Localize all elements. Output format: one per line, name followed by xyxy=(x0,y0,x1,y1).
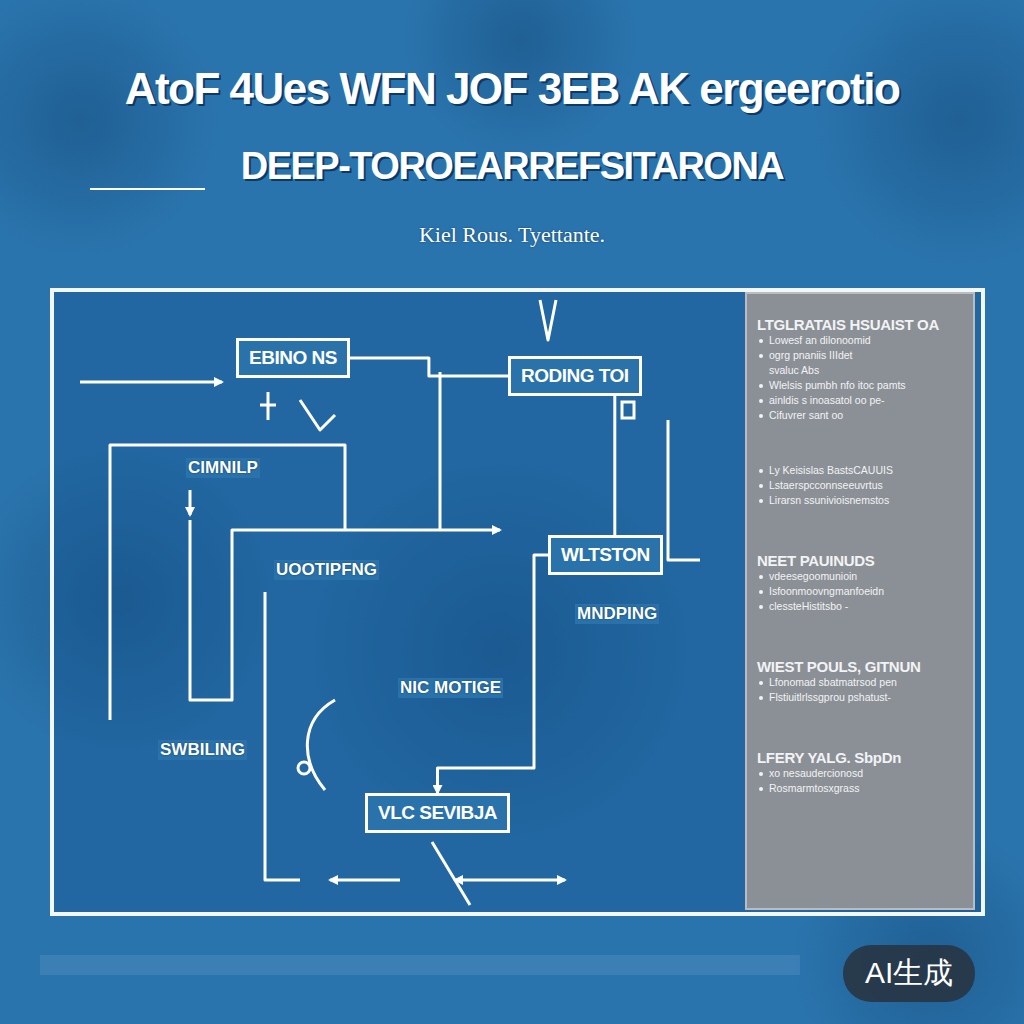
panel-line: Flstiuitlrlssgprou pshatust- xyxy=(757,690,963,705)
frame-notch xyxy=(540,300,556,340)
panel-heading: WIEST POULS, GITNUN xyxy=(757,658,963,675)
decorative-lines xyxy=(80,300,700,905)
diagram-label: MNDPING xyxy=(575,604,659,624)
panel-line: Wlelsis pumbh nfo itoc pamts xyxy=(757,378,963,393)
box-label: EBINO NS xyxy=(249,347,337,369)
wire xyxy=(307,700,335,790)
bullet-dot xyxy=(759,469,763,473)
bullet-dot xyxy=(759,384,763,388)
panel-line: Lstaerspcconnseeuvrtus xyxy=(757,478,963,493)
wire xyxy=(80,381,222,384)
panel-heading: LFERY YALG. SbpDn xyxy=(757,749,963,766)
panel-line: vdeesegoomunioin xyxy=(757,569,963,584)
process-box: EBINO NS xyxy=(236,338,350,378)
connector xyxy=(350,358,508,376)
wire xyxy=(432,842,470,905)
bullet-dot xyxy=(759,354,763,358)
panel-line: Cifuvrer sant oo xyxy=(757,408,963,423)
panel-line: clessteHistitsbo - xyxy=(757,599,963,614)
wire xyxy=(190,520,500,700)
watermark: AI生成 xyxy=(843,945,975,1002)
bullet-dot xyxy=(759,696,763,700)
title-rule xyxy=(90,188,205,190)
diagram-label: SWBILING xyxy=(158,740,247,760)
bullet-dot xyxy=(759,681,763,685)
bullet-dot xyxy=(759,605,763,609)
box-label: WLTSTON xyxy=(561,544,650,566)
diagram-label: NIC MOTIGE xyxy=(398,678,503,698)
bullet-dot xyxy=(759,772,763,776)
panel-line: Lowesf an dilonoomid xyxy=(757,333,963,348)
wire xyxy=(300,400,335,430)
diagram-label: UOOTIPFNG xyxy=(274,560,379,580)
panel-line: ogrg pnaniis IIIdet xyxy=(757,348,963,363)
panel-line: Rosmarmtosxgrass xyxy=(757,781,963,796)
wire xyxy=(439,372,442,530)
connector xyxy=(438,555,549,793)
blurred-footer xyxy=(40,955,800,975)
wire xyxy=(189,490,192,515)
panel-heading: NEET PAUINUDS xyxy=(757,552,963,569)
info-panel: LTGLRATAIS HSUAIST OALowesf an dilonoomi… xyxy=(745,292,975,910)
bullet-dot xyxy=(759,590,763,594)
panel-line: xo nesaudercionosd xyxy=(757,766,963,781)
texture-blot xyxy=(810,0,1024,270)
panel-line: Isfoonmoovngmanfoeidn xyxy=(757,584,963,599)
bullet-dot xyxy=(759,339,763,343)
process-box: WLTSTON xyxy=(548,535,663,575)
bullet-dot xyxy=(759,787,763,791)
bullet-dot xyxy=(759,499,763,503)
process-box: VLC SEVIBJA xyxy=(365,793,510,833)
wire xyxy=(110,445,345,720)
wire xyxy=(260,392,276,420)
bullet-dot xyxy=(759,575,763,579)
diagram-label: Kiel Rous. Tyettante. xyxy=(0,222,1024,248)
panel-line: svaluc Abs xyxy=(757,363,963,378)
panel-line: Lfonomad sbatmatrsod pen xyxy=(757,675,963,690)
process-box: RODING TOI xyxy=(508,356,642,396)
bullet-dot xyxy=(759,484,763,488)
connector xyxy=(613,396,616,535)
diagram-title: AtoF 4Ues WFN JOF 3EB AK ergeerotio xyxy=(0,64,1024,114)
panel-line: Lirarsn ssunivioisnemstos xyxy=(757,493,963,508)
wire xyxy=(455,879,565,882)
terminal xyxy=(298,762,310,774)
bullet-dot xyxy=(759,414,763,418)
panel-heading: LTGLRATAIS HSUAIST OA xyxy=(757,316,963,333)
box-label: RODING TOI xyxy=(521,365,629,387)
diagram-label: DEEP-TOROEARREFSITARONA xyxy=(0,145,1024,188)
panel-line: Ly Keisislas BastsCAUUIS xyxy=(757,463,963,478)
diagram-label: CIMNILP xyxy=(186,458,260,478)
panel-line: ainldis s inoasatol oo pe- xyxy=(757,393,963,408)
bullet-dot xyxy=(759,399,763,403)
terminal xyxy=(622,402,634,418)
wire xyxy=(330,879,400,882)
box-label: VLC SEVIBJA xyxy=(378,802,497,824)
wire xyxy=(668,420,700,560)
texture-blot xyxy=(0,0,220,260)
wire xyxy=(265,592,300,880)
